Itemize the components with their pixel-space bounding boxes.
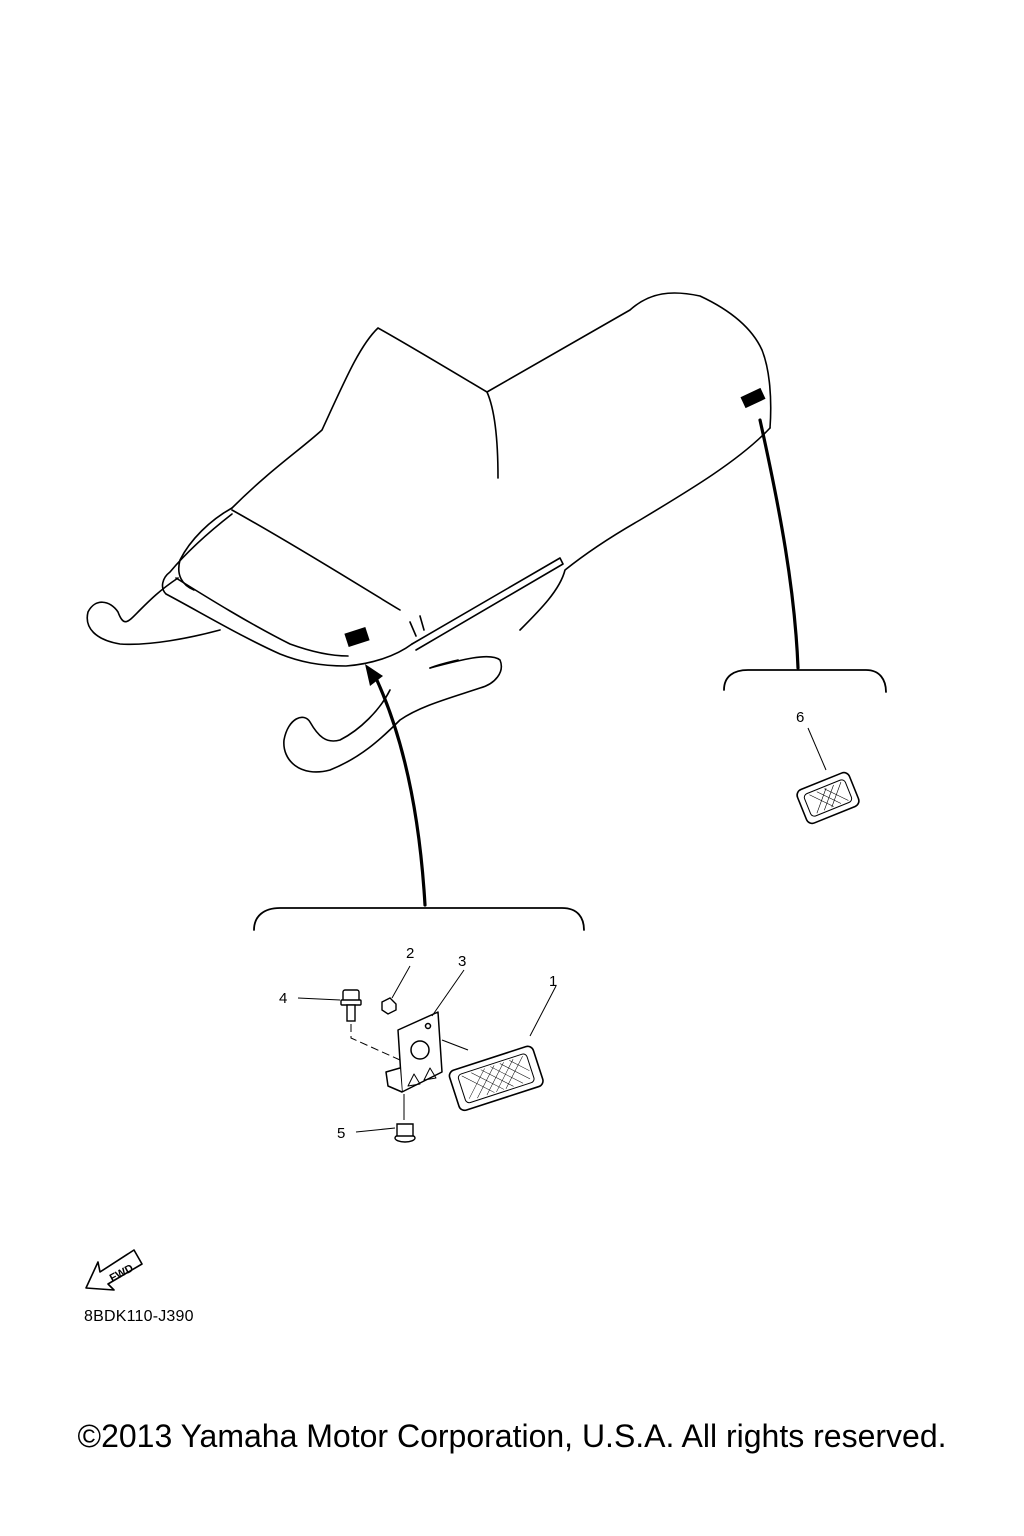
- callout-2: 2: [406, 945, 414, 962]
- leader-line-4: [297, 997, 341, 1001]
- diagram-code: 8BDK110-J390: [84, 1308, 194, 1325]
- part-4-bolt: [340, 989, 362, 1022]
- part-1-reflector: [448, 1045, 544, 1112]
- copyright-notice: ©2013 Yamaha Motor Corporation, U.S.A. A…: [77, 1418, 947, 1454]
- leader-line-1: [529, 985, 557, 1037]
- detail-brackets: [253, 669, 887, 931]
- pointer-lines: [373, 418, 800, 907]
- snowmobile-outline: [86, 292, 772, 773]
- callout-6: 6: [796, 709, 804, 726]
- part-2-nut: [381, 997, 397, 1015]
- assembly-line-4: [350, 1024, 401, 1061]
- label-patch-rear: [740, 387, 766, 409]
- pointer-arrowhead: [365, 664, 383, 686]
- callout-5: 5: [337, 1125, 345, 1142]
- part-5-flange-nut: [394, 1123, 416, 1143]
- label-patch-front: [344, 626, 370, 648]
- callout-1: 1: [549, 973, 557, 990]
- part-6-reflector: [796, 771, 860, 825]
- part-3-bracket: [385, 1011, 443, 1093]
- stud-line: [441, 1039, 469, 1051]
- leader-line-6: [807, 727, 827, 771]
- leader-line-2: [391, 965, 411, 999]
- callout-3: 3: [458, 953, 466, 970]
- leader-line-5: [355, 1127, 396, 1133]
- leader-line-3: [431, 969, 465, 1017]
- fwd-arrow-icon: FWD: [85, 1249, 143, 1291]
- callout-4: 4: [279, 990, 287, 1007]
